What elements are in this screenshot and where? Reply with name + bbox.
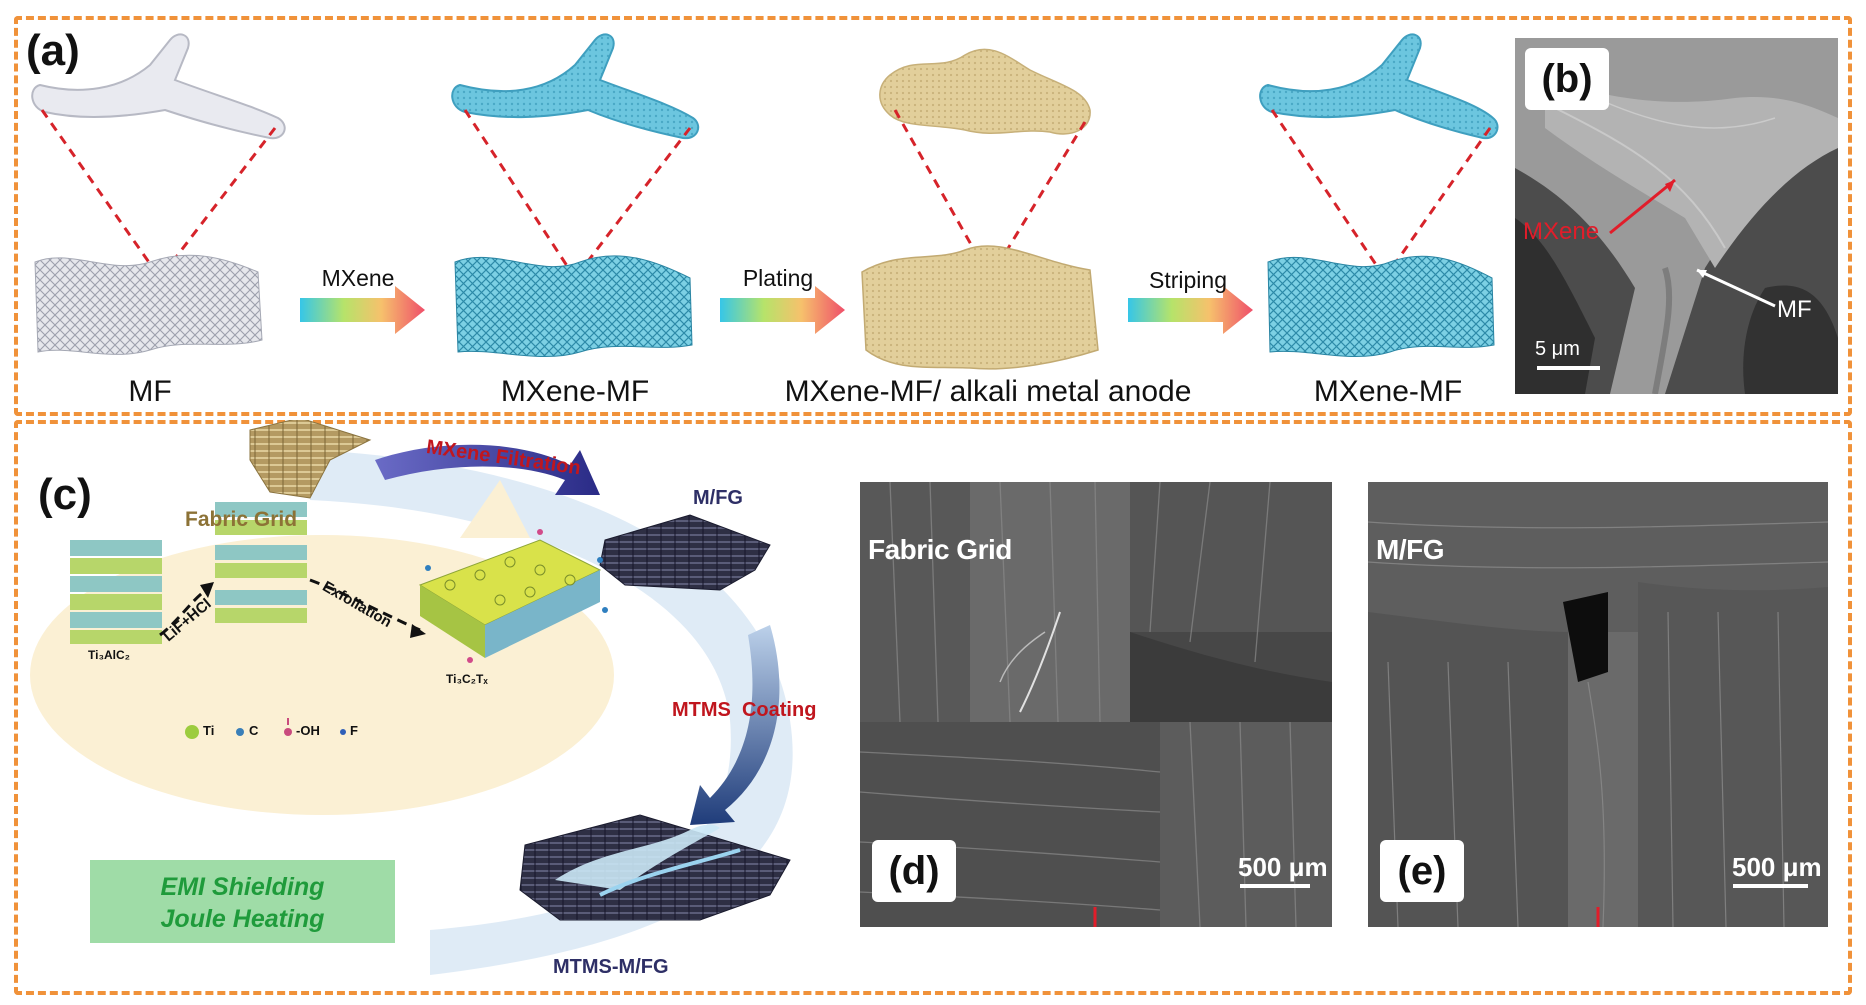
stage-anode-graphic	[861, 48, 1099, 370]
label-mxene-b: MXene	[1523, 218, 1600, 245]
arrow-label-striping: Striping	[1149, 267, 1227, 293]
mxene-pointer	[1609, 178, 1676, 235]
label-mtms-coating: MTMS Coating	[672, 699, 817, 721]
label-ti3alc2: Ti₃AlC₂	[88, 648, 130, 662]
stage-mxene-mf-graphic	[451, 33, 700, 357]
panel-a-letter: (a)	[26, 26, 80, 75]
sem-image-b: (b) MXene MF 5 μm	[1515, 38, 1838, 394]
arrow-label-mxene: MXene	[321, 265, 395, 291]
panel-a-illustration	[31, 33, 1499, 370]
panel-c-illustration	[30, 420, 793, 975]
label-mf-b: MF	[1777, 296, 1812, 323]
title-d: Fabric Grid	[868, 534, 1012, 565]
arrow-plating	[720, 286, 845, 334]
sem-image-e: M/FG (e) 500 μm	[1368, 482, 1828, 927]
legend-f: F	[350, 723, 358, 738]
scale-text-b: 5 μm	[1535, 338, 1580, 360]
stage-mf-graphic	[31, 33, 286, 355]
panel-c-letter: (c)	[38, 470, 92, 519]
mf-pointer	[1696, 268, 1776, 308]
label-mfg: M/FG	[693, 487, 743, 509]
legend-c: C	[249, 723, 259, 738]
stage-label-mf: MF	[128, 375, 172, 408]
ti3c2tx-structure	[418, 529, 608, 663]
panel-ab-frame	[14, 16, 1852, 416]
arrow-mxene	[300, 286, 425, 334]
label-fabric-grid: Fabric Grid	[185, 508, 298, 531]
label-mtms-mfg: MTMS-M/FG	[553, 956, 669, 978]
intermediate-structure	[215, 502, 307, 623]
application-line-1: EMI Shielding	[160, 873, 325, 901]
panel-cde-frame	[14, 420, 1852, 995]
stage-label-mxene-mf: MXene-MF	[500, 375, 650, 408]
legend-ti: Ti	[203, 723, 215, 738]
label-ti3c2tx: Ti₃C₂Tₓ	[446, 672, 488, 686]
sem-image-d: Fabric Grid (d) 500 μm	[860, 482, 1332, 927]
stage-label-anode: MXene-MF/ alkali metal anode	[784, 375, 1192, 408]
stage-label-mxene-mf-2: MXene-MF	[1313, 375, 1463, 408]
scale-text-d: 500 μm	[1238, 852, 1328, 882]
scale-text-e: 500 μm	[1732, 852, 1822, 882]
stage-mxene-mf-2-graphic	[1259, 33, 1499, 357]
arrow-striping	[1128, 286, 1253, 334]
application-line-2: Joule Heating	[160, 905, 325, 933]
arrow-label-plating: Plating	[742, 265, 814, 291]
title-e: M/FG	[1376, 534, 1445, 565]
panel-e-letter: (e)	[1380, 840, 1464, 902]
panel-b-letter: (b)	[1525, 48, 1609, 110]
panel-d-letter: (d)	[872, 840, 956, 902]
ti3alc2-structure	[70, 540, 162, 644]
legend-oh: -OH	[296, 723, 320, 738]
